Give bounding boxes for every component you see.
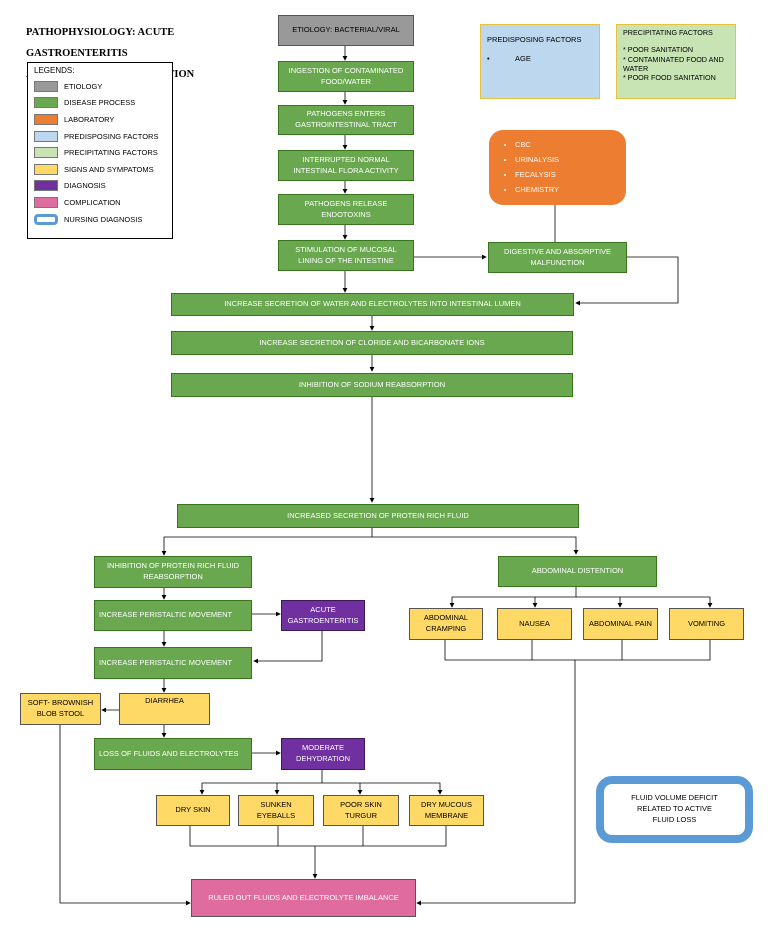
title-line-1: PATHOPHYSIOLOGY: ACUTE GASTROENTERITIS <box>26 27 175 59</box>
legend-label: DISEASE PROCESS <box>64 98 136 107</box>
lab-item: CBC <box>515 140 559 151</box>
dry-skin-box: DRY SKIN <box>156 795 230 826</box>
increase-chloride-box: INCREASE SECRETION OF CLORIDE AND BICARB… <box>171 331 573 355</box>
predisposing-title: PREDISPOSING FACTORS <box>487 35 582 44</box>
legend-title: LEGENDS: <box>34 66 75 75</box>
precipitating-item: * POOR SANITATION <box>623 45 694 55</box>
lab-item: URINALYSIS <box>515 155 559 166</box>
peristaltic-movement-box-2: INCREASE PERISTALTIC MOVEMENT <box>94 647 252 679</box>
legend-swatch <box>34 131 58 142</box>
legend-label: COMPLICATION <box>64 198 121 207</box>
increase-water-secretion-box: INCREASE SECRETION OF WATER AND ELECTROL… <box>171 293 574 316</box>
legend-swatch <box>34 147 58 158</box>
predisposing-item-label: AGE <box>515 53 531 63</box>
complication-box: RULED OUT FLUIDS AND ELECTROLYTE IMBALAN… <box>191 879 416 917</box>
legend-item-complication: COMPLICATION <box>34 197 169 209</box>
legend-swatch <box>34 81 58 92</box>
predisposing-item: •AGE <box>487 53 531 63</box>
abdominal-cramping-box: ABDOMINAL CRAMPING <box>409 608 483 640</box>
abdominal-distention-box: ABDOMINAL DISTENTION <box>498 556 657 587</box>
legend-item-laboratory: LABORATORY <box>34 114 169 126</box>
legend-swatch <box>34 164 58 175</box>
legend-item-signs: SIGNS AND SYMPATOMS <box>34 164 169 176</box>
peristaltic-movement-box-1: INCREASE PERISTALTIC MOVEMENT <box>94 600 252 631</box>
legend-label: PREDISPOSING FACTORS <box>64 132 159 141</box>
precipitating-factors-box: PRECIPITATING FACTORS * POOR SANITATION … <box>616 24 736 99</box>
precipitating-item: * POOR FOOD SANITATION <box>623 73 716 83</box>
laboratory-box: CBC URINALYSIS FECALYSIS CHEMISTRY <box>489 130 626 205</box>
poor-skin-turgur-box: POOR SKIN TURGUR <box>323 795 399 826</box>
legend-swatch <box>34 97 58 108</box>
legend-swatch <box>34 214 58 225</box>
legend-label: DIAGNOSIS <box>64 181 106 190</box>
stimulation-box: STIMULATION OF MUCOSAL LINING OF THE INT… <box>278 240 414 271</box>
legend-label: PRECIPITATING FACTORS <box>64 148 158 157</box>
legend-swatch <box>34 180 58 191</box>
precipitating-item: * CONTAMINATED FOOD AND WATER <box>623 54 724 74</box>
vomiting-box: VOMITING <box>669 608 744 640</box>
lab-item: CHEMISTRY <box>515 185 559 196</box>
predisposing-factors-box: PREDISPOSING FACTORS •AGE <box>480 24 600 99</box>
legend-swatch <box>34 197 58 208</box>
digestive-malfunction-box: DIGESTIVE AND ABSORPTIVE MALFUNCTION <box>488 242 627 273</box>
sunken-eyeballs-box: SUNKEN EYEBALLS <box>238 795 314 826</box>
legend-label: LABORATORY <box>64 115 115 124</box>
legend-label: ETIOLOGY <box>64 82 103 91</box>
etiology-box: ETIOLOGY: BACTERIAL/VIRAL <box>278 15 414 46</box>
abdominal-pain-box: ABDOMINAL PAIN <box>583 608 658 640</box>
moderate-dehydration-box: MODERATE DEHYDRATION <box>281 738 365 770</box>
nursing-diagnosis-box: FLUID VOLUME DEFICIT RELATED TO ACTIVE F… <box>596 776 753 843</box>
blob-stool-box: SOFT- BROWNISH BLOB STOOL <box>20 693 101 725</box>
legend-item-diagnosis: DIAGNOSIS <box>34 180 169 192</box>
dry-mucous-box: DRY MUCOUS MEMBRANE <box>409 795 484 826</box>
protein-fluid-box: INCREASED SECRETION OF PROTEIN RICH FLUI… <box>177 504 579 528</box>
legend-panel: LEGENDS: ETIOLOGY DISEASE PROCESS LABORA… <box>27 62 173 239</box>
endotoxins-box: PATHOGENS RELEASE ENDOTOXINS <box>278 194 414 225</box>
nausea-box: NAUSEA <box>497 608 572 640</box>
inhibition-sodium-box: INHIBITION OF SODIUM REABSORPTION <box>171 373 573 397</box>
interrupted-flora-box: INTERRUPTED NORMAL INTESTINAL FLORA ACTI… <box>278 150 414 181</box>
legend-item-etiology: ETIOLOGY <box>34 81 169 93</box>
legend-item-nursing-diagnosis: NURSING DIAGNOSIS <box>34 214 169 226</box>
legend-swatch <box>34 114 58 125</box>
loss-fluids-box: LOSS OF FLUIDS AND ELECTROLYTES <box>94 738 252 770</box>
legend-item-precipitating: PRECIPITATING FACTORS <box>34 147 169 159</box>
legend-item-disease-process: DISEASE PROCESS <box>34 97 169 109</box>
pathogens-enter-box: PATHOGENS ENTERS GASTROINTESTINAL TRACT <box>278 105 414 135</box>
legend-label: NURSING DIAGNOSIS <box>64 215 143 224</box>
diarrhea-box: DIARRHEA <box>119 693 210 725</box>
lab-item: FECALYSIS <box>515 170 559 181</box>
legend-item-predisposing: PREDISPOSING FACTORS <box>34 131 169 143</box>
ingestion-box: INGESTION OF CONTAMINATED FOOD/WATER <box>278 61 414 92</box>
acute-gastroenteritis-box: ACUTE GASTROENTERITIS <box>281 600 365 631</box>
inhibition-protein-box: INHIBITION OF PROTEIN RICH FLUID REABSOR… <box>94 556 252 588</box>
legend-label: SIGNS AND SYMPATOMS <box>64 165 154 174</box>
precipitating-title: PRECIPITATING FACTORS <box>623 28 713 37</box>
